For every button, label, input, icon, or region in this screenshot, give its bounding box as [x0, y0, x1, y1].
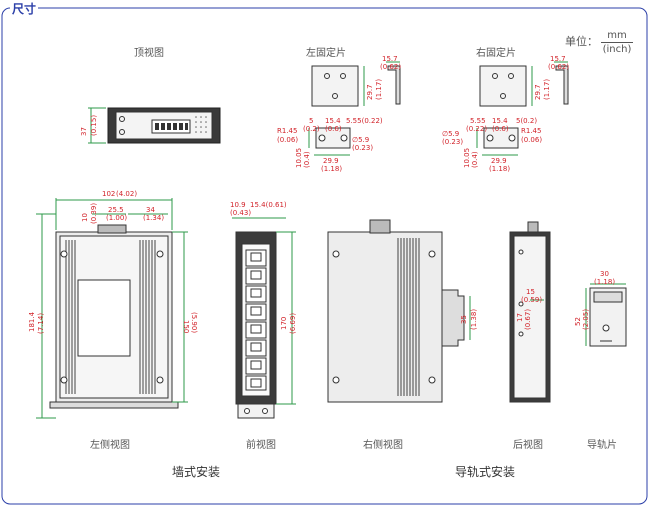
- left-bracket-length: 29.9: [323, 157, 339, 165]
- left-bracket-radius: R1.45: [277, 127, 297, 135]
- right-bracket-height: 29.7: [534, 84, 542, 100]
- left-side-width-inch: (4.02): [116, 190, 137, 198]
- top-height-dim-inch: (0.15): [90, 115, 98, 136]
- right-bracket-depth: 10.05: [463, 148, 471, 168]
- left-bracket-hole-inch: (0.23): [352, 144, 373, 152]
- right-bracket-hole-inch: (0.23): [442, 138, 463, 146]
- rail-clip-height-inch: (2.05): [582, 309, 590, 330]
- left-bracket-c: 5.55(0.22): [346, 117, 383, 125]
- rail-clip-width: 30: [600, 270, 609, 278]
- left-side-height: 181.4: [28, 311, 36, 332]
- right-bracket-a: 5.55: [470, 117, 486, 125]
- units-label: 单位：: [565, 35, 598, 48]
- left-side-150: 150: [182, 320, 190, 333]
- front-109-inch: (0.43): [230, 209, 251, 217]
- right-bracket-hole: ∅5.9: [442, 130, 459, 138]
- right-bracket-drawing: [476, 61, 569, 156]
- rear-17-inch: (0.67): [524, 309, 532, 330]
- left-bracket-length-inch: (1.18): [321, 165, 342, 173]
- units-legend: 单位： mm (inch): [565, 30, 633, 55]
- right-side-view-drawing: [327, 219, 471, 403]
- caption-left-bracket: 左固定片: [306, 48, 346, 59]
- left-bracket-a: 5: [309, 117, 313, 125]
- right-bracket-radius: R1.45: [521, 127, 541, 135]
- right-bracket-length: 29.9: [491, 157, 507, 165]
- left-side-width: 102: [102, 190, 115, 198]
- left-side-10: 10: [81, 213, 89, 222]
- rear-view-drawing: [509, 221, 551, 403]
- caption-left-side-view: 左侧视图: [90, 440, 130, 451]
- caption-din-mount: 导轨式安装: [455, 465, 516, 479]
- left-bracket-depth-inch: (0.4): [303, 151, 311, 168]
- right-bracket-depth-inch: (0.4): [471, 151, 479, 168]
- left-bracket-width: 15.7: [382, 55, 398, 63]
- left-bracket-height: 29.7: [366, 84, 374, 100]
- rail-clip-height: 52: [574, 317, 582, 326]
- right-bracket-b-inch: (0.6): [492, 125, 509, 133]
- left-side-255: 25.5: [108, 206, 124, 214]
- left-bracket-a-inch: (0.2): [303, 125, 320, 133]
- left-side-height-inch: (7.14): [37, 313, 45, 334]
- left-bracket-b-inch: (0.6): [325, 125, 342, 133]
- front-height-inch: (6.69): [289, 313, 297, 334]
- left-side-255-inch: (1.00): [106, 214, 127, 222]
- right-bracket-a-inch: (0.22): [466, 125, 487, 133]
- front-height: 170: [280, 317, 288, 330]
- left-side-34: 34: [146, 206, 155, 214]
- caption-rear-view: 后视图: [513, 440, 543, 451]
- units-top: mm: [607, 30, 627, 41]
- left-bracket-radius-inch: (0.06): [277, 136, 298, 144]
- units-fraction: mm (inch): [601, 29, 633, 56]
- top-height-dim: 37: [80, 127, 88, 136]
- right-side-35-inch: (1.38): [470, 309, 478, 330]
- left-side-34-inch: (1.34): [143, 214, 164, 222]
- top-view-drawing: [88, 107, 221, 144]
- caption-rail-clip: 导轨片: [587, 440, 617, 451]
- front-109: 10.9: [230, 201, 246, 209]
- right-side-35: 35: [460, 315, 468, 324]
- units-bottom: (inch): [601, 42, 633, 55]
- caption-wall-mount: 墙式安装: [172, 465, 221, 479]
- left-bracket-hole: ∅5.9: [352, 136, 369, 144]
- left-bracket-depth: 10.05: [295, 148, 303, 168]
- rear-15-inch: (0.59): [521, 296, 542, 304]
- left-side-150-inch: (5.90): [190, 312, 198, 333]
- right-bracket-height-inch: (1.17): [543, 79, 551, 100]
- right-bracket-b: 15.4: [492, 117, 508, 125]
- left-bracket-height-inch: (1.17): [375, 79, 383, 100]
- left-bracket-b: 15.4: [325, 117, 341, 125]
- right-bracket-length-inch: (1.18): [489, 165, 510, 173]
- right-bracket-radius-inch: (0.06): [521, 136, 542, 144]
- left-bracket-drawing: [308, 61, 401, 156]
- section-title: 尺寸: [10, 0, 39, 17]
- front-154: 15.4(0.61): [250, 201, 287, 209]
- left-bracket-width-inch: (0.62): [380, 63, 401, 71]
- right-bracket-width-inch: (0.62): [548, 63, 569, 71]
- right-bracket-c: 5(0.2): [516, 117, 537, 125]
- rear-15: 15: [526, 288, 535, 296]
- right-bracket-width: 15.7: [550, 55, 566, 63]
- rail-clip-drawing: [585, 283, 627, 347]
- caption-front-view: 前视图: [246, 440, 276, 451]
- left-side-view-drawing: [36, 198, 188, 419]
- left-side-10-inch: (0.39): [90, 203, 98, 224]
- caption-right-bracket: 右固定片: [476, 48, 516, 59]
- front-view-drawing: [232, 217, 296, 419]
- rear-17: 17: [516, 313, 524, 322]
- rail-clip-width-inch: (1.18): [594, 278, 615, 286]
- caption-top-view: 顶视图: [134, 48, 164, 59]
- caption-right-side-view: 右侧视图: [363, 440, 403, 451]
